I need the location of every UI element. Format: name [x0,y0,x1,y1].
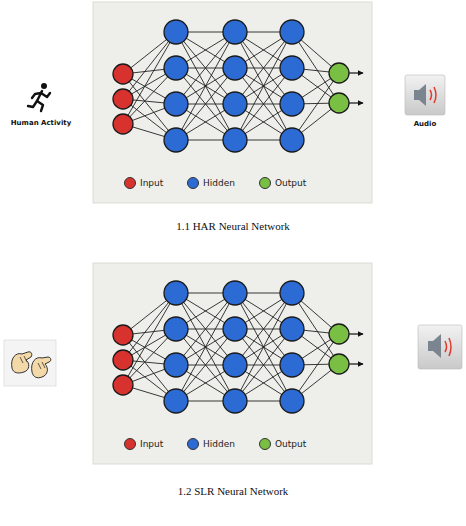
legend-swatch [187,438,199,450]
neuron [164,317,188,341]
neuron [329,63,349,83]
neural-network-panel [93,263,372,464]
running-figure-icon [28,83,50,111]
neuron [329,93,349,113]
neuron [113,375,133,395]
legend-swatch [259,177,271,189]
neuron [164,281,188,305]
neuron [329,324,349,344]
network-connections [123,32,339,140]
neuron [164,20,188,44]
legend-text: Hidden [203,178,235,188]
neuron [113,114,133,134]
legend-swatch [259,438,271,450]
network-connections [123,293,339,401]
neuron [113,350,133,370]
speaker-icon [418,325,462,369]
figure-caption: 1.2 SLR Neural Network [178,485,289,497]
speaker-icon [405,75,445,115]
output-arrow [349,363,363,364]
activity-label: Human Activity [11,119,71,127]
neuron [223,389,247,413]
neural-network-panel [93,2,372,203]
neuron [280,317,304,341]
neuron [223,281,247,305]
figure-caption: 1.1 HAR Neural Network [176,220,290,232]
neuron [113,89,133,109]
neuron [223,317,247,341]
neuron [223,353,247,377]
neuron [113,64,133,84]
neuron [280,389,304,413]
neuron [164,128,188,152]
neuron [164,389,188,413]
legend-swatch [124,177,136,189]
neuron [164,353,188,377]
output-arrow [349,333,363,334]
output-arrow [349,72,363,73]
neuron [280,128,304,152]
legend-swatch [187,177,199,189]
panel-background [93,263,372,464]
sign-language-icon [4,340,56,386]
output-arrow [349,102,363,103]
neuron [329,354,349,374]
legend-text: Input [140,178,163,188]
legend-text: Hidden [203,439,235,449]
neuron [223,56,247,80]
neuron [164,56,188,80]
neuron [223,20,247,44]
neuron [223,128,247,152]
neuron [280,353,304,377]
neuron [164,92,188,116]
legend-text: Output [275,439,306,449]
neuron [280,20,304,44]
legend-text: Output [275,178,306,188]
neuron [280,281,304,305]
panel-background [93,2,372,203]
audio-label: Audio [414,120,437,128]
neuron [223,92,247,116]
legend-swatch [124,438,136,450]
neuron [113,325,133,345]
neuron [280,92,304,116]
neuron [280,56,304,80]
legend-text: Input [140,439,163,449]
